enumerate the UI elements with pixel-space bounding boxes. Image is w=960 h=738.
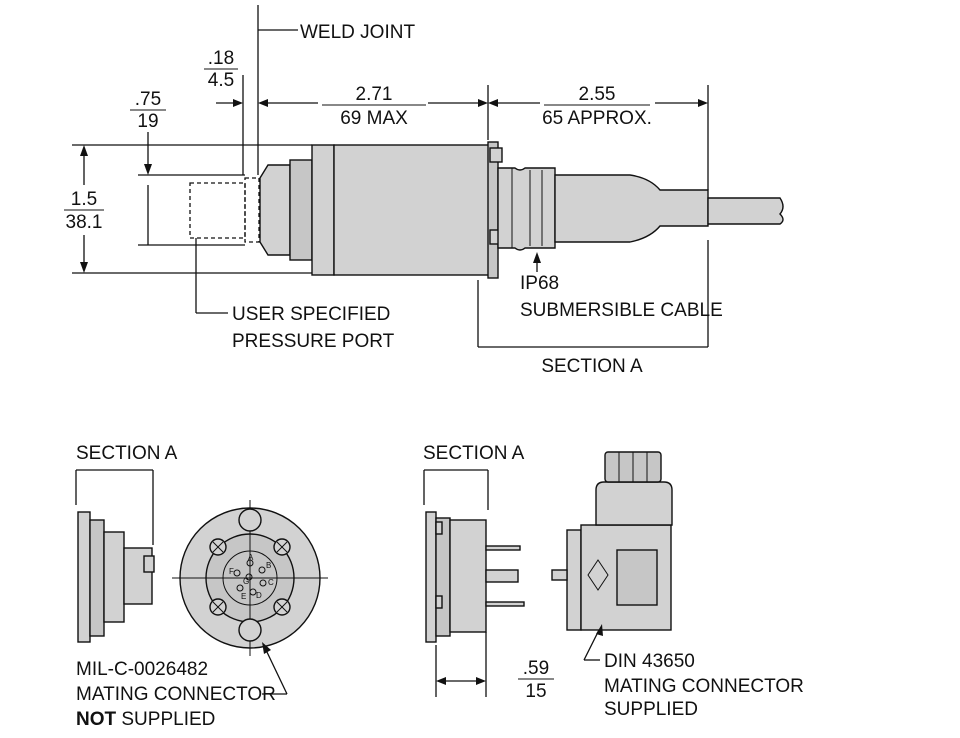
mil-side-flange [77,511,91,643]
dim-body-length-inch: 2.71 [356,84,393,105]
dim-cable-length-mm: 65 APPROX. [542,108,652,129]
din-pin-bottom [485,601,525,607]
ip68-label: IP68 [520,273,559,294]
end-screw-top [489,147,503,163]
left-detail: A B C D E F G SECTION A MIL-C-0026482 MA… [75,443,328,730]
dim-diameter-inch: 1.5 [71,189,97,210]
mil-screw-top [238,508,262,532]
dim-diameter-mm: 38.1 [66,212,103,233]
pressure-port-label-1: USER SPECIFIED [232,304,390,325]
din-connector-label-3: SUPPLIED [604,699,698,720]
din-plug-base [566,529,582,631]
not-word: NOT [76,709,117,730]
pin-label-f: F [229,567,234,576]
din-pin-top [485,545,521,551]
din-connector-label-1: DIN 43650 [604,651,695,672]
section-a-label-top: SECTION A [541,356,643,377]
top-view: WELD JOINT .18 4.5 .75 19 2.71 69 MAX 2.… [64,5,784,377]
hex-flange [289,159,313,261]
din-connector-label-2: MATING CONNECTOR [604,676,804,697]
supplied-word: SUPPLIED [116,709,215,730]
dim-port-depth-inch: .75 [135,89,161,110]
cable-gland [497,167,556,251]
din-side-ring [435,517,451,637]
main-housing [333,144,491,276]
submersible-cable-label: SUBMERSIBLE CABLE [520,300,723,321]
pin-label-b: B [266,561,271,570]
section-a-label-right: SECTION A [423,443,525,464]
strain-relief [554,174,709,243]
mil-side-nub [143,555,155,573]
pin-label-a: A [248,553,254,562]
din-side-body [449,519,487,633]
cable [707,197,784,225]
mil-connector-label-1: MIL-C-0026482 [76,659,208,680]
section-a-label-left: SECTION A [76,443,178,464]
hex-nut [259,164,291,256]
weld-joint-label: WELD JOINT [300,22,415,43]
din-side-flange [425,511,437,643]
dim-body-length-mm: 69 MAX [340,108,408,129]
mil-connector-label-3: NOT SUPPLIED [76,709,215,730]
din-diamond-symbol [587,559,609,591]
dim-port-width-inch: .18 [208,48,234,69]
mil-screw-bottom [238,618,262,642]
din-plug-top [595,481,673,526]
pin-label-d: D [256,591,262,600]
pressure-port-collar [244,177,260,243]
right-detail: SECTION A .59 15 DIN 43650 MATING CONNEC… [423,443,804,720]
pin-label-g: G [243,577,249,586]
din-pin-mid [485,569,519,583]
mil-connector-label-2: MATING CONNECTOR [76,684,276,705]
dim-port-depth-mm: 19 [137,111,158,132]
dim-din-depth-inch: .59 [523,658,549,679]
mil-side-body [103,531,125,623]
body-flange [311,144,335,276]
dim-din-depth-mm: 15 [525,681,546,702]
din-screw [551,569,568,581]
dim-port-width-mm: 4.5 [208,70,234,91]
mil-side-ring [89,519,105,637]
pin-label-e: E [241,592,246,601]
pressure-port-label-2: PRESSURE PORT [232,331,395,352]
pin-label-c: C [268,578,274,587]
dim-cable-length-inch: 2.55 [579,84,616,105]
pressure-port-outline [189,182,246,239]
din-label-window [616,549,658,606]
